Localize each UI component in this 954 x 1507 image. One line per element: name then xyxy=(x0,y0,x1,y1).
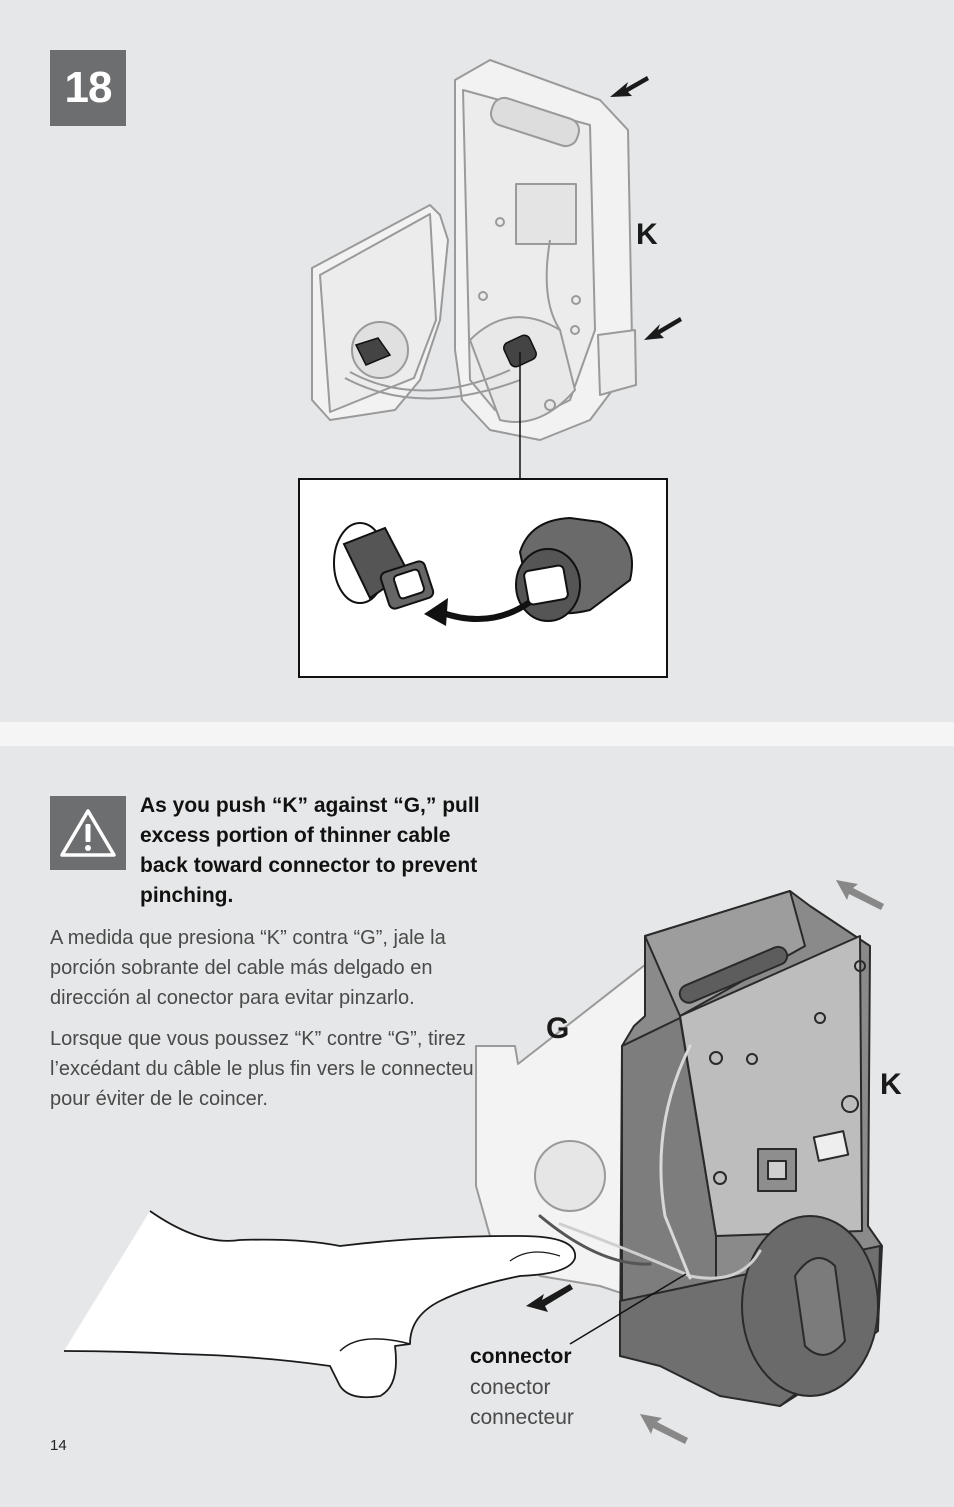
step-number-badge: 18 xyxy=(50,50,126,126)
warning-text-fr: Lorsque que vous poussez “K” contre “G”,… xyxy=(50,1028,481,1110)
interior-assembly-illustration xyxy=(311,59,682,478)
connector-detail-inset xyxy=(298,478,668,678)
warning-triangle-icon xyxy=(50,796,126,870)
label-k-top: K xyxy=(636,218,658,251)
install-pinch-prevention-illustration xyxy=(63,880,884,1444)
label-g: G xyxy=(546,1012,570,1045)
warning-text-es: A medida que presiona “K” contra “G”, ja… xyxy=(50,927,446,1009)
warning-triangle-glyph xyxy=(60,809,116,857)
connector-label-fr: connecteur xyxy=(470,1406,574,1429)
connector-label-en: connector xyxy=(470,1345,572,1368)
warning-text-en: As you push “K” against “G,” pull excess… xyxy=(140,794,480,907)
section-divider xyxy=(0,722,954,746)
connector-plug-detail-illustration xyxy=(333,516,633,626)
page-number: 14 xyxy=(50,1437,67,1454)
connector-label-es: conector xyxy=(470,1376,551,1399)
label-k-bottom: K xyxy=(880,1068,902,1101)
